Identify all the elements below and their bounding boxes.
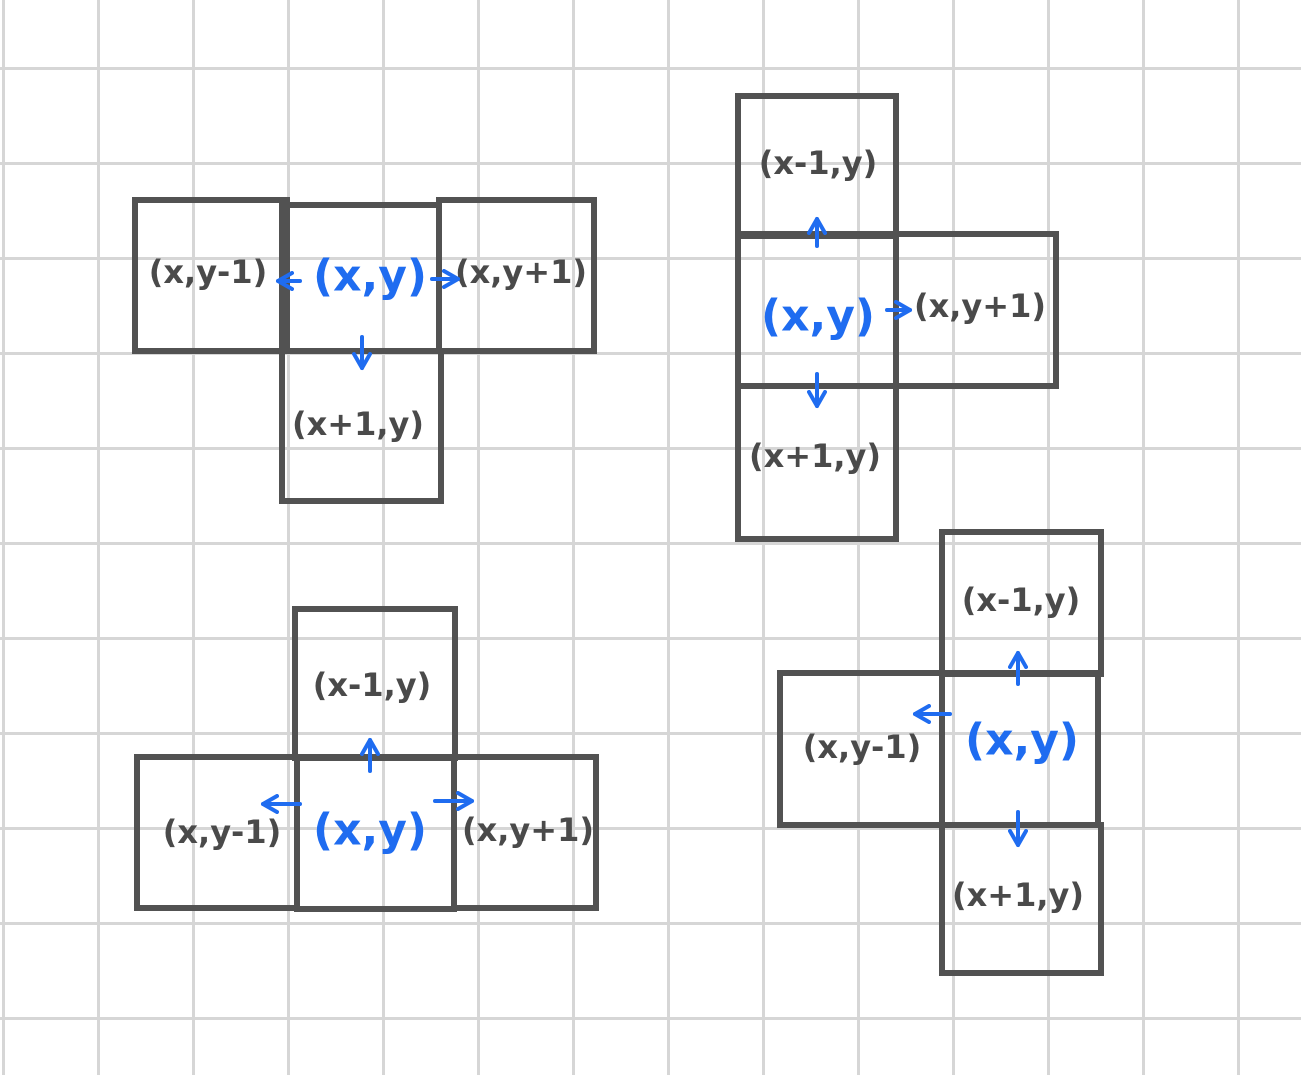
- diagram-1: (x,y) (x,y-1) (x,y+1) (x+1,y): [132, 197, 597, 504]
- left-label: (x,y-1): [149, 253, 267, 291]
- cell-right: [451, 754, 599, 911]
- center-label: (x,y): [313, 251, 427, 302]
- right-label: (x,y+1): [462, 811, 594, 849]
- cell-down: [939, 822, 1104, 976]
- down-label: (x+1,y): [292, 405, 424, 443]
- down-label: (x+1,y): [952, 876, 1084, 914]
- center-label: (x,y): [761, 291, 875, 342]
- center-label: (x,y): [313, 805, 427, 856]
- diagram-4: (x,y) (x-1,y) (x,y-1) (x+1,y): [777, 529, 1104, 976]
- cell-right: [436, 197, 597, 354]
- up-label: (x-1,y): [962, 581, 1080, 619]
- up-label: (x-1,y): [759, 144, 877, 182]
- right-label: (x,y+1): [914, 287, 1046, 325]
- left-label: (x,y-1): [803, 728, 921, 766]
- up-label: (x-1,y): [313, 666, 431, 704]
- down-label: (x+1,y): [749, 437, 881, 475]
- right-label: (x,y+1): [455, 253, 587, 291]
- diagram-2: (x,y) (x-1,y) (x,y+1) (x+1,y): [735, 93, 1059, 542]
- center-label: (x,y): [965, 715, 1079, 766]
- diagram-3: (x,y) (x-1,y) (x,y-1) (x,y+1): [134, 606, 599, 912]
- left-label: (x,y-1): [163, 813, 281, 851]
